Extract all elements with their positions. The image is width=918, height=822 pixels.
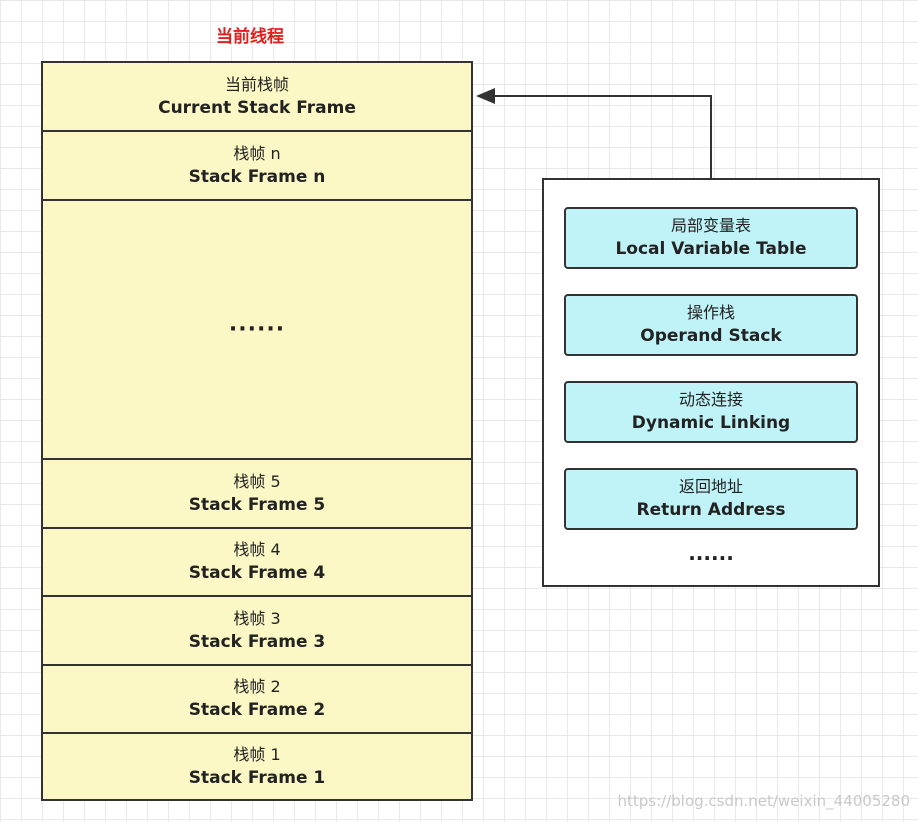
frame-label-en: Stack Frame 2: [188, 700, 326, 720]
arrow-head-icon: [476, 88, 495, 104]
detail-label-cn: 返回地址: [678, 477, 743, 496]
frame-label-cn: 栈帧 1: [233, 744, 281, 764]
stack-frame-n: 栈帧 n Stack Frame n: [41, 130, 473, 199]
stack-frame-1: 栈帧 1 Stack Frame 1: [41, 732, 473, 801]
frame-label-en: Current Stack Frame: [158, 97, 356, 118]
detail-ellipsis: ······: [688, 546, 734, 570]
detail-label-en: Return Address: [636, 500, 786, 520]
stack-frame-2: 栈帧 2 Stack Frame 2: [41, 664, 473, 732]
frame-label-cn: 栈帧 5: [233, 471, 281, 491]
current-stack-frame: 当前栈帧 Current Stack Frame: [41, 61, 473, 130]
thread-title: 当前线程: [216, 27, 284, 47]
frame-label-cn: 栈帧 n: [233, 143, 281, 163]
frame-label-en: Stack Frame 5: [188, 494, 326, 515]
watermark: https://blog.csdn.net/weixin_44005280: [617, 792, 910, 810]
detail-label-cn: 操作栈: [686, 303, 735, 322]
detail-label-en: Dynamic Linking: [631, 413, 791, 433]
connector-line: [493, 95, 712, 178]
stack-frame-ellipsis: ······: [41, 199, 473, 458]
frame-label-cn: 栈帧 4: [233, 540, 281, 559]
stack-frame-5: 栈帧 5 Stack Frame 5: [41, 458, 473, 527]
detail-label-cn: 动态连接: [678, 390, 743, 409]
stack-frame-4: 栈帧 4 Stack Frame 4: [41, 527, 473, 595]
frame-label-en: Stack Frame n: [188, 166, 326, 187]
frame-label-cn: 栈帧 2: [233, 677, 281, 696]
local-variable-table: 局部变量表 Local Variable Table: [564, 207, 858, 269]
dynamic-linking: 动态连接 Dynamic Linking: [564, 381, 858, 443]
frame-label-cn: 当前栈帧: [224, 74, 289, 94]
detail-label-en: Operand Stack: [640, 326, 782, 346]
return-address: 返回地址 Return Address: [564, 468, 858, 530]
detail-label-cn: 局部变量表: [670, 216, 751, 235]
operand-stack: 操作栈 Operand Stack: [564, 294, 858, 356]
stack-frame-3: 栈帧 3 Stack Frame 3: [41, 595, 473, 664]
detail-label-en: Local Variable Table: [615, 239, 807, 259]
frame-label-en: Stack Frame 4: [188, 563, 326, 583]
frame-ellipsis: ······: [228, 317, 286, 342]
frame-label-cn: 栈帧 3: [233, 608, 281, 628]
frame-label-en: Stack Frame 3: [188, 631, 326, 652]
frame-label-en: Stack Frame 1: [188, 767, 326, 788]
frame-detail-panel: 局部变量表 Local Variable Table 操作栈 Operand S…: [542, 178, 880, 587]
